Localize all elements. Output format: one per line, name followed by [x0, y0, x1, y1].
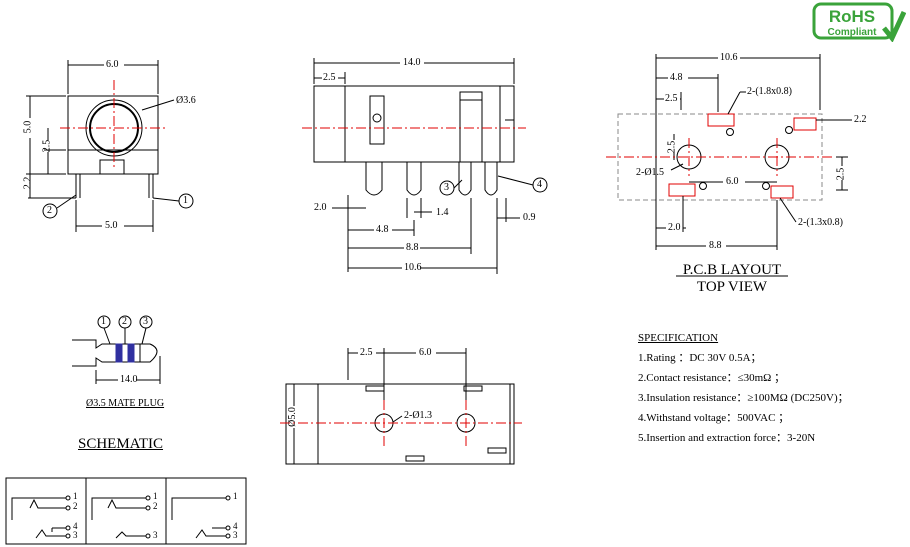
front-dim-width: 6.0: [106, 59, 119, 70]
side-dim-c: 10.6: [404, 262, 422, 273]
bottom-dim-60: 6.0: [419, 347, 432, 358]
bottom-view: [285, 348, 515, 465]
schem-c1-b: 2: [73, 501, 78, 511]
schem-c3-a: 1: [233, 491, 238, 501]
front-center-lines: [60, 80, 168, 168]
pcb-layout: [617, 54, 852, 277]
schematic-title: SCHEMATIC: [78, 436, 164, 452]
plug-label-1: 1: [101, 316, 106, 327]
front-pin-label-1: 1: [183, 195, 188, 206]
spec-item: 2.Contact resistance：≤30mΩ ；: [638, 372, 786, 384]
mate-plug-caption: Ø3.5 MATE PLUG: [86, 398, 165, 409]
pcb-dim-48: 4.8: [670, 72, 683, 83]
side-body: [313, 85, 515, 163]
bottom-hole: 2-Ø1.3: [404, 410, 433, 421]
bottom-dim-dia: Ø5.0: [286, 407, 298, 427]
rohs-badge: RoHS Compliant: [812, 2, 906, 42]
front-pin-label-2: 2: [47, 205, 52, 216]
pcb-pad-top: 2-(1.8x0.8): [747, 86, 792, 97]
side-dim-a: 4.8: [376, 224, 389, 235]
pcb-dim-88: 8.8: [709, 240, 722, 251]
pcb-dim-25: 2.5: [665, 93, 678, 104]
front-dim-height: 5.0: [22, 120, 34, 134]
pcb-title-line2: TOP VIEW: [696, 279, 768, 295]
front-dim-pin-drop: 2.2: [22, 176, 34, 190]
front-dim-diameter: Ø3.6: [176, 95, 196, 106]
bottom-center-lines: [280, 400, 522, 446]
side-dim-offset: 2.5: [323, 72, 336, 83]
pcb-hole: 2-Ø1.5: [636, 167, 665, 178]
side-dim-pin-len: 2.0: [314, 202, 327, 213]
bottom-dim-25: 2.5: [360, 347, 373, 358]
pcb-center-lines: [606, 138, 834, 176]
pcb-title: P.C.B LAYOUT TOP VIEW: [672, 262, 792, 296]
spec-item: 4.Withstand voltage：500VAC ；: [638, 412, 790, 424]
side-pin-label-3: 3: [444, 182, 449, 193]
front-body: [67, 95, 159, 175]
schem-c3-d: 3: [233, 530, 238, 540]
rohs-line1: RoHS: [829, 7, 875, 26]
schem-c1-d: 3: [73, 530, 78, 540]
pcb-dim-25r: 2.5: [835, 167, 847, 181]
pcb-title-line1: P.C.B LAYOUT: [682, 262, 782, 278]
spec-item: 5.Insertion and extraction force：3-20N: [638, 432, 816, 444]
pcb-dim-20: 2.0: [668, 222, 681, 233]
spec-item: 3.Insulation resistance：≥100MΩ (DC250V)；: [638, 392, 849, 404]
rohs-line2: Compliant: [828, 27, 878, 38]
side-pin-label-4: 4: [537, 179, 542, 190]
spec-item: 1.Rating ：DC 30V 0.5A；: [638, 352, 762, 364]
specification: SPECIFICATION 1.Rating ：DC 30V 0.5A； 2.C…: [638, 328, 849, 448]
pcb-pad-bot: 2-(1.3x0.8): [798, 217, 843, 228]
side-view: [313, 58, 548, 274]
pcb-dim-60: 6.0: [726, 176, 739, 187]
side-dim-length: 14.0: [403, 57, 421, 68]
plug-label-2: 2: [122, 316, 127, 327]
pcb-dim-22: 2.2: [854, 114, 867, 125]
side-dim-b: 8.8: [406, 242, 419, 253]
front-dim-center: 2.5: [41, 139, 53, 153]
front-dim-pin-span: 5.0: [105, 220, 118, 231]
plug-ring-1: [115, 343, 123, 363]
schematic-table: [5, 477, 247, 545]
pcb-dim-25v: 2.5: [666, 140, 678, 154]
schem-c3-c: 4: [233, 521, 238, 531]
schem-c1-a: 1: [73, 491, 78, 501]
schem-c1-c: 4: [73, 521, 78, 531]
schem-c2-a: 1: [153, 491, 158, 501]
plug-label-3: 3: [143, 316, 148, 327]
schem-c2-b: 2: [153, 501, 158, 511]
side-dim-d: 0.9: [523, 212, 536, 223]
schem-c2-c: 3: [153, 530, 158, 540]
side-dim-pin-w: 1.4: [436, 207, 449, 218]
plug-ring-2: [127, 343, 135, 363]
plug-dim-len: 14.0: [120, 374, 138, 385]
mate-plug: [72, 315, 161, 384]
pcb-dim-total: 10.6: [720, 52, 738, 63]
spec-title: SPECIFICATION: [638, 332, 719, 344]
